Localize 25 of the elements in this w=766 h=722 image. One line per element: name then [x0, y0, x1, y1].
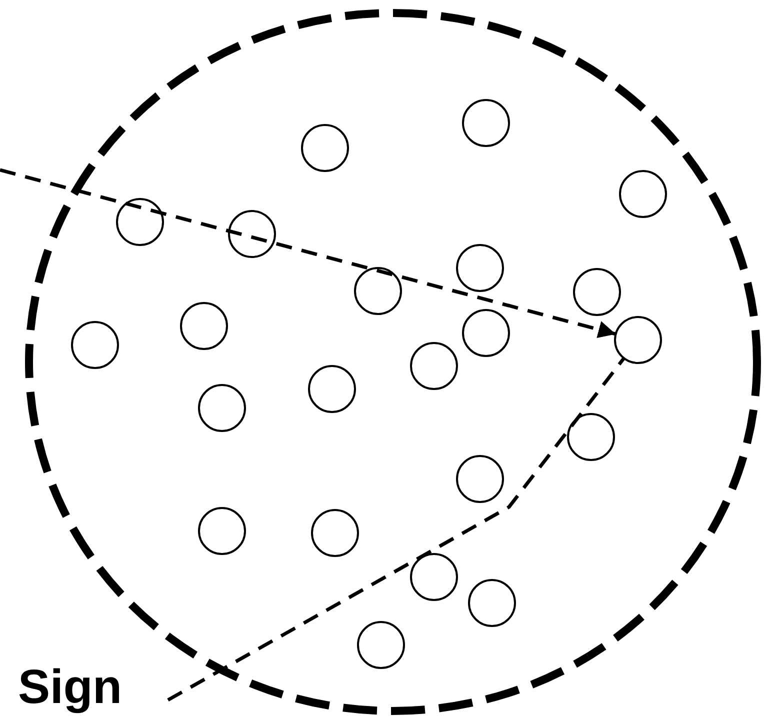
small-circle — [308, 365, 356, 413]
small-circle — [410, 342, 458, 390]
small-circle — [301, 124, 349, 172]
small-circle — [116, 198, 164, 246]
small-circle — [71, 321, 119, 369]
small-circle — [410, 553, 458, 601]
small-circle — [311, 509, 359, 557]
small-circle — [468, 579, 516, 627]
small-circle — [462, 309, 510, 357]
small-circle — [614, 316, 662, 364]
small-circle — [180, 302, 228, 350]
sign-label: Sign — [18, 662, 122, 714]
small-circle — [228, 210, 276, 258]
small-circle — [619, 170, 667, 218]
small-circle — [357, 621, 405, 669]
small-circle — [354, 267, 402, 315]
small-circle — [198, 507, 246, 555]
small-circle — [456, 455, 504, 503]
small-circle — [567, 413, 615, 461]
small-circle — [198, 384, 246, 432]
small-circle — [573, 268, 621, 316]
dashed-arrow — [0, 168, 616, 338]
dashed-line — [167, 357, 626, 702]
small-circle — [462, 99, 510, 147]
small-circle — [456, 244, 504, 292]
